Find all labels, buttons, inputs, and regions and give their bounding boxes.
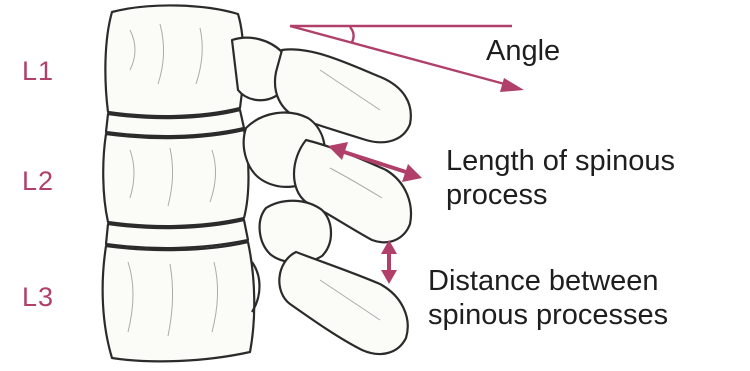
vertebral-body-l1 [105, 5, 243, 116]
length-label-line1: Length of spinous [446, 144, 675, 178]
angle-label: Angle [486, 34, 560, 68]
vertebral-bodies [103, 5, 255, 361]
distance-label: Distance between spinous processes [428, 264, 668, 332]
distance-label-line2: spinous processes [428, 298, 668, 332]
level-label-l2: L2 [22, 166, 54, 197]
angle-label-text: Angle [486, 34, 560, 68]
posterior-elements [232, 38, 411, 354]
angle-arc [350, 27, 354, 42]
distance-label-line1: Distance between [428, 264, 668, 298]
angle-arrowhead [500, 78, 524, 92]
level-label-l1: L1 [22, 56, 54, 87]
length-label-line2: process [446, 178, 675, 212]
vertebral-body-l3 [103, 242, 255, 361]
distance-arrowhead-bottom [381, 270, 397, 284]
vertebral-body-l2 [103, 130, 248, 226]
level-label-l3: L3 [22, 282, 54, 313]
length-arrowhead-end [402, 164, 422, 182]
length-label: Length of spinous process [446, 144, 675, 212]
